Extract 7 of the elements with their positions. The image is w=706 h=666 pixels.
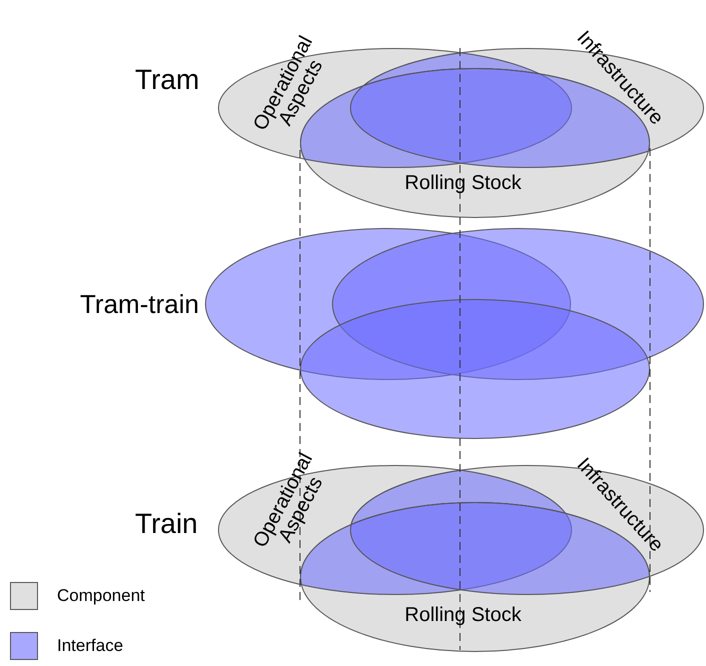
ellipse-label: Rolling Stock [404,605,522,625]
legend-label: Interface [57,636,124,656]
layer-label: Train [135,508,198,540]
ellipse-label: Rolling Stock [404,173,522,193]
layer-label: Tram-train [80,289,199,320]
legend-label: Component [57,586,145,606]
layer-label: Tram [135,64,200,96]
